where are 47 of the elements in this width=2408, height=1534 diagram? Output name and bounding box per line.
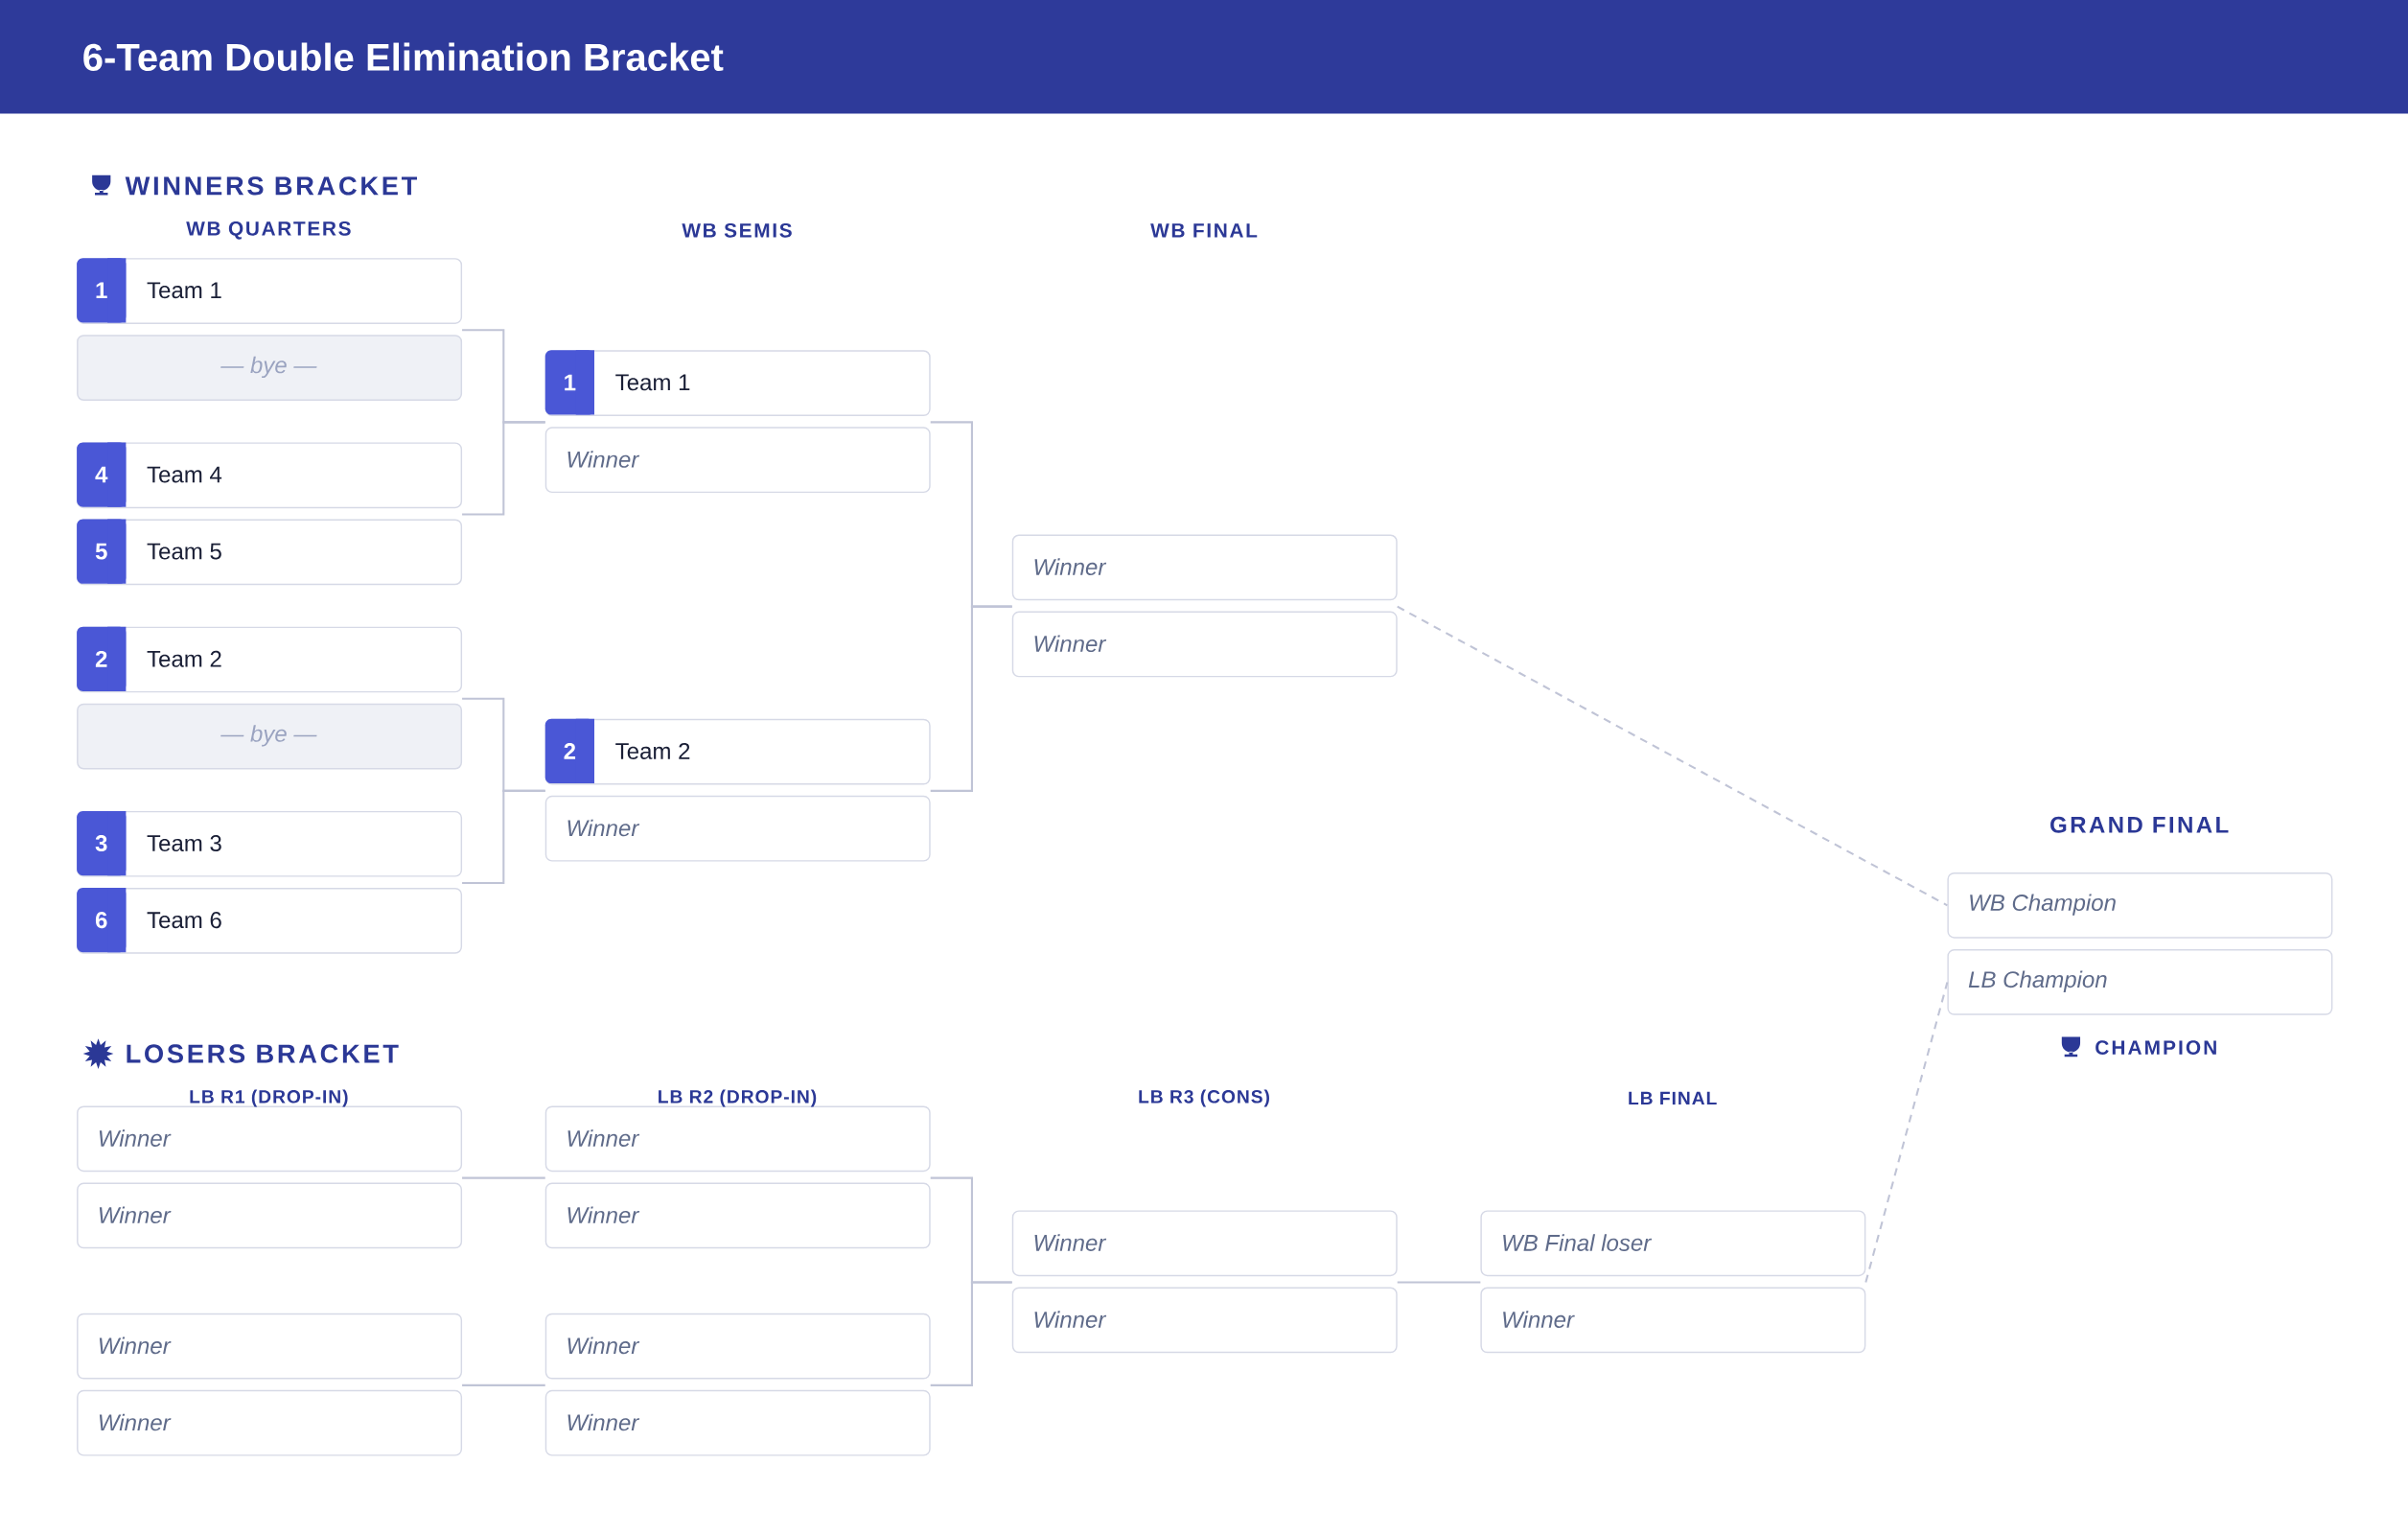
bracket-line	[1397, 1281, 1481, 1284]
placeholder-slot: WB Champion	[1947, 872, 2333, 939]
placeholder-slot: Winner	[1011, 1210, 1398, 1276]
section-heading: LB R1 (DROP-IN)	[190, 1089, 348, 1107]
placeholder-slot: Winner	[544, 1313, 931, 1380]
placeholder-slot: Winner	[1011, 1287, 1398, 1354]
placeholder-slot: Winner	[544, 1389, 931, 1456]
seeded-team-slot: 2 Team 2	[544, 718, 931, 785]
placeholder-slot: Winner	[1480, 1287, 1866, 1354]
section-heading: WB QUARTERS	[186, 221, 351, 240]
section-heading: LB R3 (CONS)	[1139, 1089, 1269, 1107]
seeded-team-slot: 4 Team 4	[77, 442, 463, 508]
placeholder-slot: Winner	[1011, 534, 1398, 601]
bracket-line	[930, 605, 1012, 792]
seeded-team-slot: 5 Team 5	[77, 519, 463, 585]
bracket-line	[462, 789, 545, 884]
placeholder-slot: Winner	[77, 1182, 463, 1249]
section-heading: LOSERS BRACKET	[127, 1044, 399, 1063]
section-heading: LB R2 (DROP-IN)	[659, 1089, 817, 1107]
section-heading: WINNERS BRACKET	[125, 176, 417, 196]
bracket-line	[1864, 981, 1949, 1283]
title: 6-Team Double Elimination Bracket	[83, 42, 724, 71]
bracket-line	[462, 1176, 545, 1179]
bracket-line	[1397, 605, 1948, 907]
seeded-team-slot: 1 Team 1	[544, 350, 931, 416]
bracket-line	[930, 1281, 1012, 1386]
bracket-line	[462, 421, 545, 516]
seeded-team-slot: 6 Team 6	[77, 887, 463, 954]
bye-slot: — bye —	[77, 335, 463, 401]
bye-slot: — bye —	[77, 703, 463, 770]
placeholder-slot: WB Final loser	[1480, 1210, 1866, 1276]
section-heading: LB FINAL	[1629, 1091, 1717, 1104]
placeholder-slot: Winner	[544, 427, 931, 493]
section-heading: GRAND FINAL	[2050, 816, 2229, 833]
bracket-line	[462, 1383, 545, 1386]
placeholder-slot: Winner	[77, 1313, 463, 1380]
placeholder-slot: Winner	[1011, 611, 1398, 678]
section-heading: WB SEMIS	[682, 222, 792, 238]
seeded-team-slot: 3 Team 3	[77, 810, 463, 877]
placeholder-slot: Winner	[77, 1389, 463, 1456]
placeholder-slot: LB Champion	[1947, 948, 2333, 1015]
section-heading: CHAMPION	[2095, 1040, 2216, 1055]
section-heading: WB FINAL	[1150, 222, 1258, 238]
seeded-team-slot: 1 Team 1	[77, 257, 463, 324]
placeholder-slot: Winner	[544, 1182, 931, 1249]
placeholder-slot: Winner	[544, 795, 931, 862]
seeded-team-slot: 2 Team 2	[77, 626, 463, 693]
